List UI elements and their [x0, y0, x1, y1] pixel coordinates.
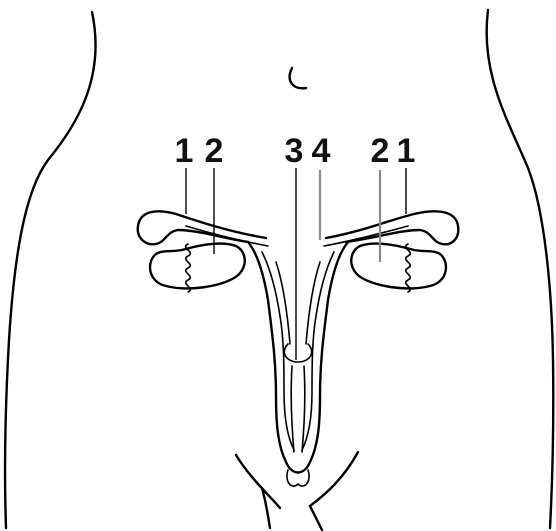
- thigh-left: [236, 455, 280, 508]
- thigh-right: [310, 452, 358, 506]
- cervix: [291, 366, 305, 452]
- fallopian-tube-left: [138, 211, 266, 244]
- label-center-4: 4: [312, 132, 331, 170]
- ovarian-ligament-right: [406, 244, 411, 292]
- body-outline-right: [487, 10, 554, 528]
- fallopian-tube-right: [326, 211, 458, 244]
- leg-right: [310, 506, 322, 530]
- ovarian-ligament-left: [186, 244, 191, 292]
- uterus-outline: [248, 242, 348, 473]
- label-left-1: 1: [175, 132, 194, 170]
- label-right-1: 1: [397, 132, 416, 170]
- ovary-left: [150, 243, 245, 288]
- label-left-2: 2: [205, 132, 224, 170]
- ovary-right: [351, 243, 446, 288]
- navel: [290, 68, 306, 88]
- body-outline-left: [5, 12, 96, 528]
- label-center-3: 3: [285, 132, 304, 170]
- label-right-2: 2: [371, 132, 390, 170]
